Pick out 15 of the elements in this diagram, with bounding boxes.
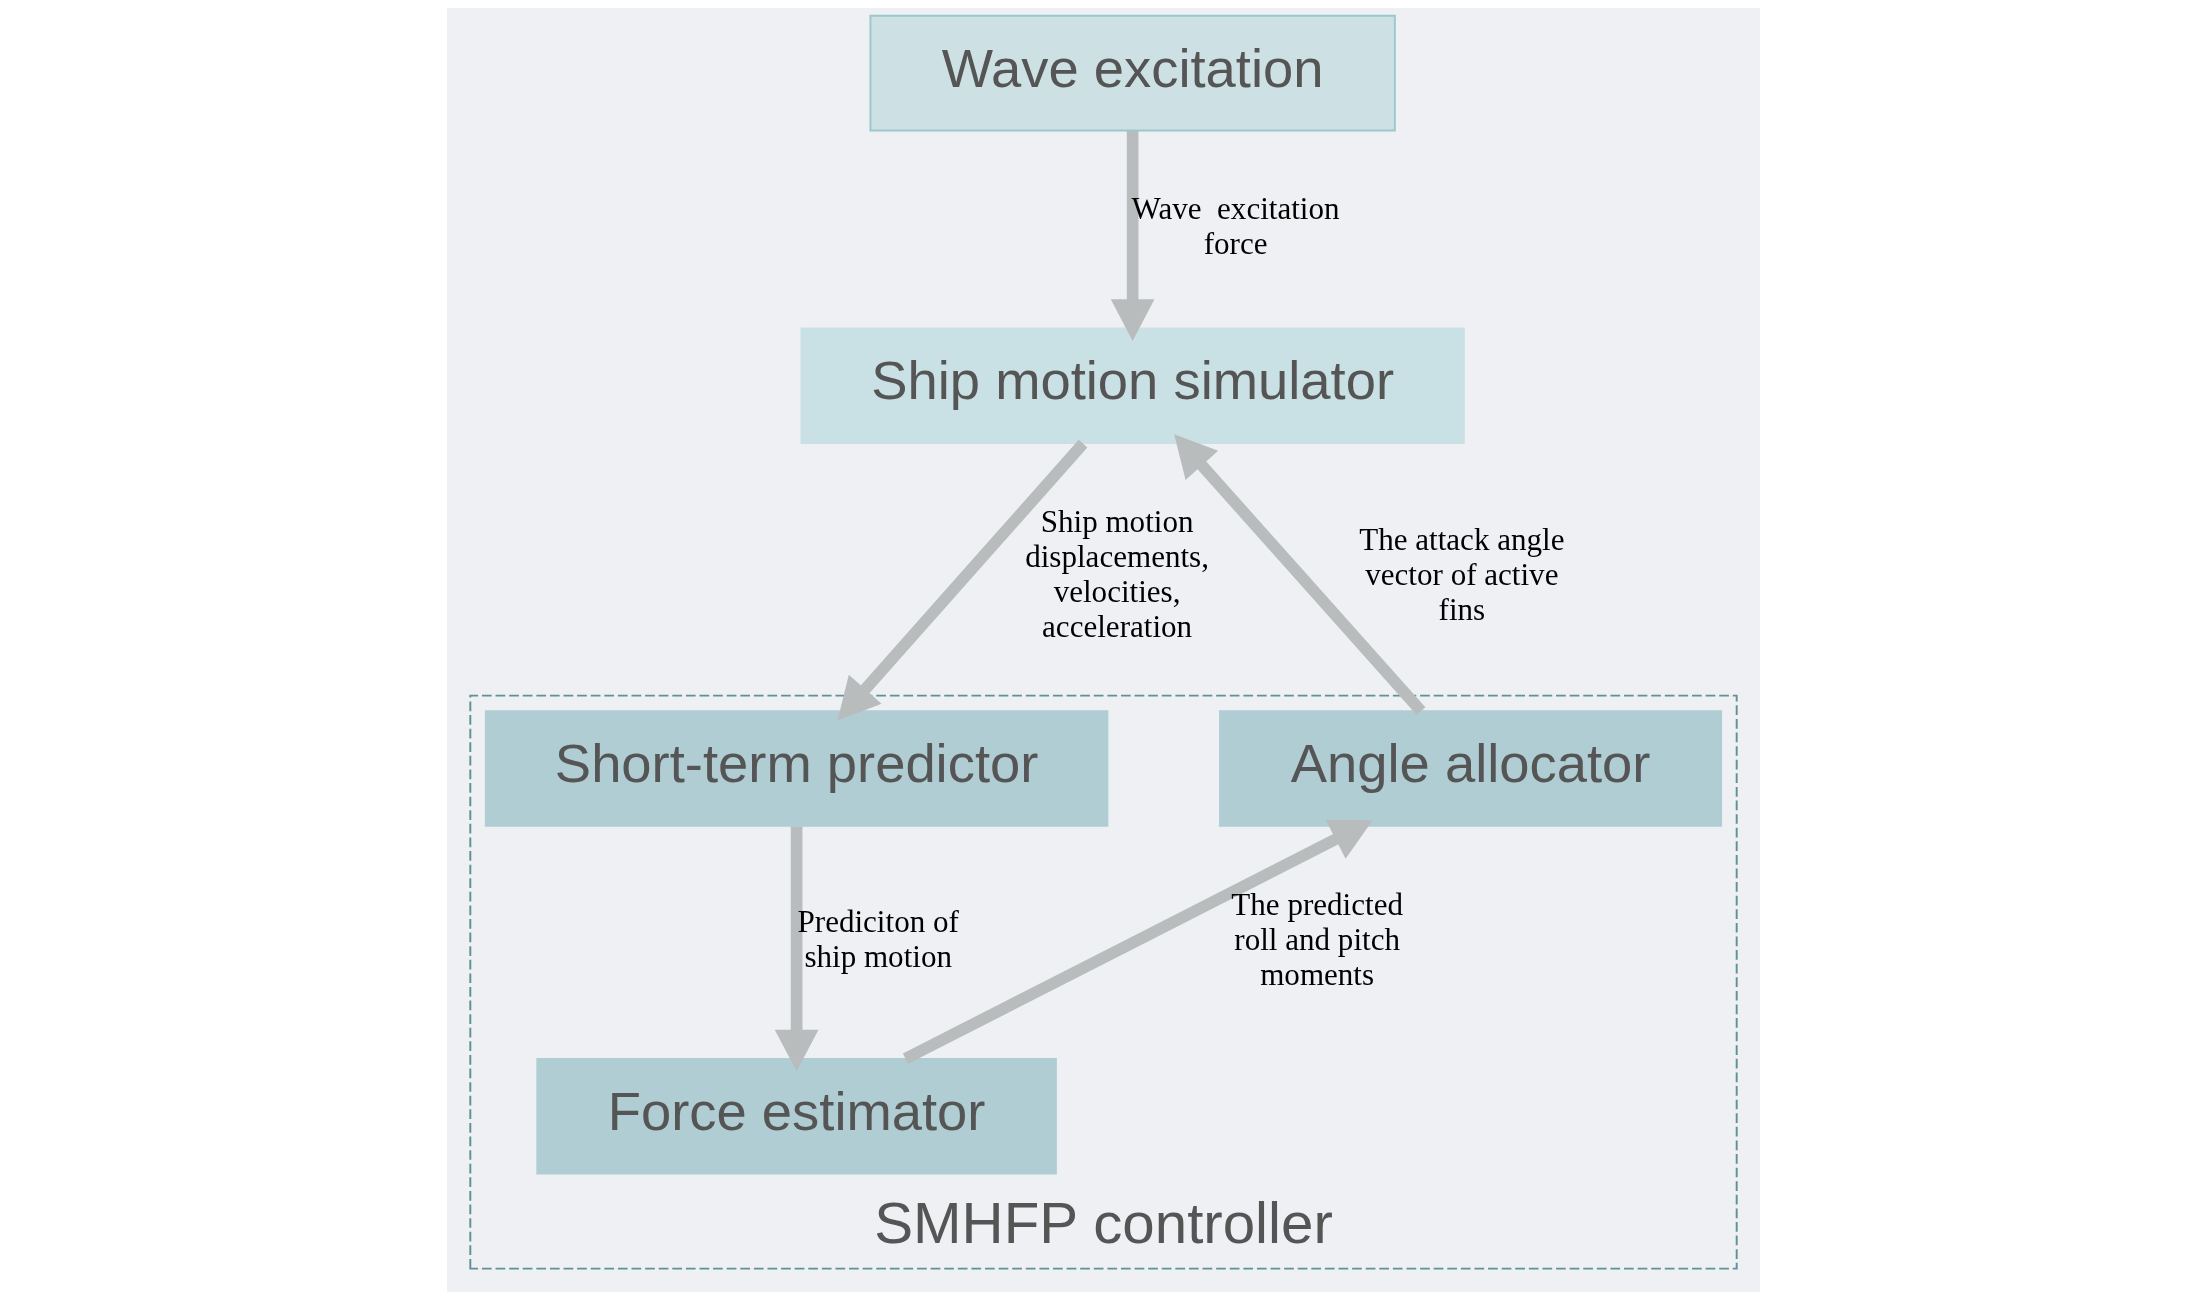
node-box: Angle allocator (1218, 710, 1722, 827)
arrow (1110, 131, 1154, 341)
node-box: Force estimator (535, 1057, 1057, 1175)
edge-label: Prediciton of ship motion (797, 904, 959, 975)
node-box: Short-term predictor (484, 710, 1108, 827)
arrow (837, 439, 1087, 721)
node-box: Wave excitation (868, 14, 1396, 132)
arrow (1173, 434, 1425, 715)
edge-label: The attack angle vector of active fins (1358, 521, 1564, 627)
arrow (902, 819, 1373, 1064)
node-box: Ship motion simulator (800, 327, 1465, 445)
edge-label: Wave excitation force (1131, 191, 1340, 262)
edge-label: The predicted roll and pitch moments (1230, 886, 1403, 992)
arrow (774, 826, 818, 1072)
edge-label: Ship motion displacements, velocities, acceleration (1024, 504, 1209, 644)
